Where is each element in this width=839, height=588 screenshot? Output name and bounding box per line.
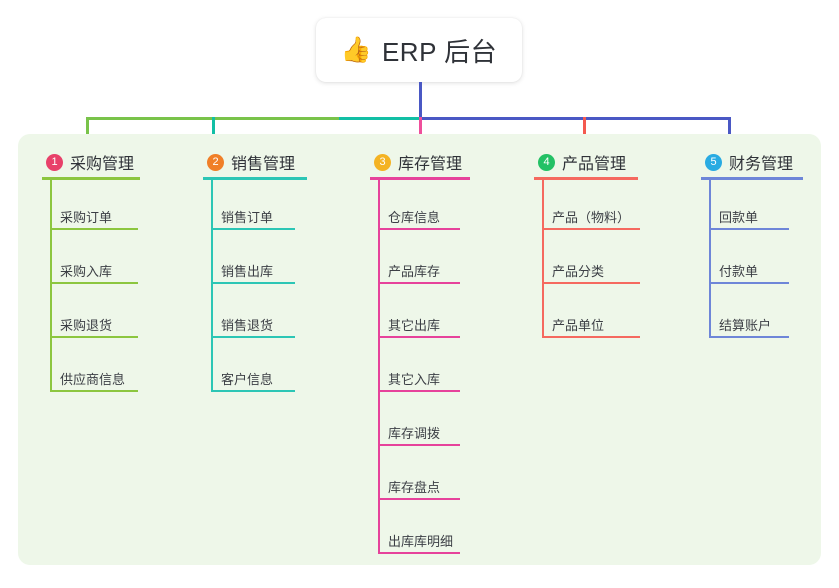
column-title-2: 销售管理	[231, 156, 296, 173]
column-underline-2	[203, 177, 307, 180]
drop-connector-2	[212, 117, 215, 145]
column-spine-1	[50, 177, 52, 392]
leaf-item[interactable]: 付款单	[719, 264, 759, 279]
leaf-item[interactable]: 销售订单	[221, 210, 274, 225]
column-underline-5	[701, 177, 803, 180]
leaf-underline	[211, 336, 295, 338]
leaf-underline	[50, 336, 138, 338]
branch-panel	[18, 134, 821, 565]
leaf-underline	[378, 282, 460, 284]
leaf-item[interactable]: 产品（物料）	[552, 210, 631, 225]
leaf-item[interactable]: 仓库信息	[388, 210, 441, 225]
leaf-item[interactable]: 产品分类	[552, 264, 605, 279]
thumbs-up-emoji: 👍	[340, 35, 372, 64]
bus-segment-right	[419, 117, 730, 120]
column-title-3: 库存管理	[398, 156, 463, 173]
column-badge-4: 4	[538, 153, 555, 171]
column-header-2[interactable]: 2 销售管理	[207, 150, 295, 174]
drop-connector-4	[583, 117, 586, 145]
root-node-erp-backend[interactable]: 👍 ERP 后台	[316, 18, 522, 82]
leaf-underline	[709, 228, 789, 230]
leaf-underline	[50, 228, 138, 230]
leaf-underline	[211, 228, 295, 230]
leaf-underline	[378, 444, 460, 446]
leaf-item[interactable]: 其它出库	[388, 318, 441, 333]
leaf-underline	[542, 228, 640, 230]
leaf-underline	[50, 390, 138, 392]
bus-segment-mid	[339, 117, 419, 120]
leaf-underline	[709, 282, 789, 284]
trunk-connector	[419, 82, 422, 120]
leaf-item[interactable]: 库存调拨	[388, 426, 441, 441]
leaf-underline	[378, 336, 460, 338]
column-underline-3	[370, 177, 470, 180]
drop-connector-5	[728, 117, 731, 145]
column-spine-3	[378, 177, 380, 554]
leaf-item[interactable]: 其它入库	[388, 372, 441, 387]
page-title: ERP 后台	[381, 36, 498, 67]
leaf-underline	[211, 282, 295, 284]
column-badge-2: 2	[207, 153, 224, 171]
column-header-1[interactable]: 1 采购管理	[46, 150, 134, 174]
leaf-underline	[542, 336, 640, 338]
column-header-5[interactable]: 5 财务管理	[705, 150, 793, 174]
leaf-item[interactable]: 采购退货	[60, 318, 113, 333]
column-header-4[interactable]: 4 产品管理	[538, 150, 626, 174]
leaf-underline	[378, 228, 460, 230]
column-title-4: 产品管理	[562, 156, 627, 173]
column-title-1: 采购管理	[70, 156, 135, 173]
leaf-item[interactable]: 出库库明细	[388, 534, 454, 549]
leaf-item[interactable]: 结算账户	[719, 318, 772, 333]
leaf-item[interactable]: 回款单	[719, 210, 759, 225]
leaf-item[interactable]: 供应商信息	[60, 372, 126, 387]
leaf-item[interactable]: 产品单位	[552, 318, 605, 333]
leaf-underline	[542, 282, 640, 284]
column-title-5: 财务管理	[729, 156, 794, 173]
leaf-item[interactable]: 采购订单	[60, 210, 113, 225]
column-spine-2	[211, 177, 213, 392]
leaf-underline	[378, 552, 460, 554]
column-header-3[interactable]: 3 库存管理	[374, 150, 462, 174]
leaf-underline	[378, 498, 460, 500]
column-badge-5: 5	[705, 153, 722, 171]
leaf-item[interactable]: 客户信息	[221, 372, 274, 387]
leaf-item[interactable]: 库存盘点	[388, 480, 441, 495]
leaf-underline	[709, 336, 789, 338]
column-spine-5	[709, 177, 711, 338]
column-spine-4	[542, 177, 544, 338]
leaf-item[interactable]: 产品库存	[388, 264, 441, 279]
column-underline-1	[42, 177, 140, 180]
leaf-underline	[50, 282, 138, 284]
column-badge-3: 3	[374, 153, 391, 171]
column-underline-4	[534, 177, 638, 180]
column-badge-1: 1	[46, 153, 63, 171]
leaf-item[interactable]: 销售出库	[221, 264, 274, 279]
leaf-underline	[211, 390, 295, 392]
leaf-underline	[378, 390, 460, 392]
leaf-item[interactable]: 采购入库	[60, 264, 113, 279]
drop-connector-1	[86, 117, 89, 145]
leaf-item[interactable]: 销售退货	[221, 318, 274, 333]
drop-connector-3	[419, 117, 422, 145]
